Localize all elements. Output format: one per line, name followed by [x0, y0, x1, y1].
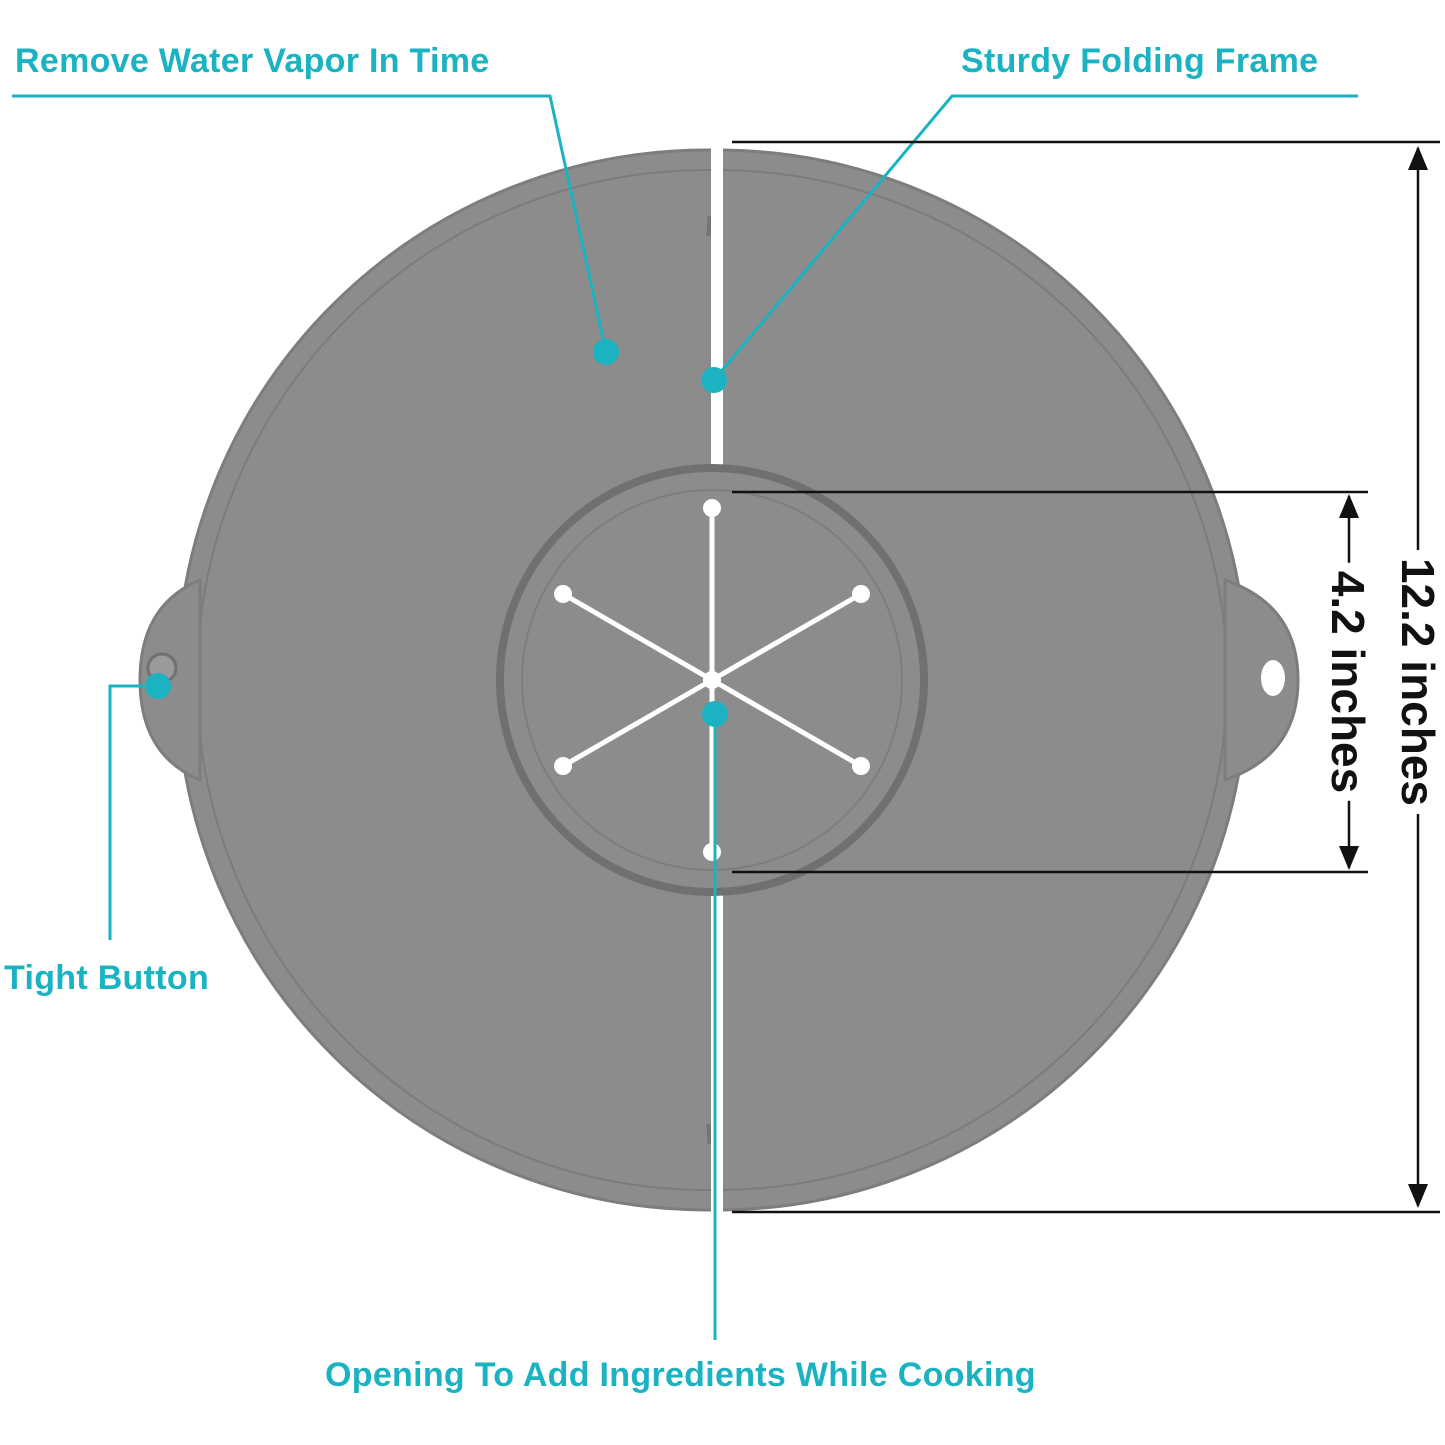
leader-vapor: [12, 94, 608, 353]
vent-slit-end: [851, 757, 870, 775]
vent-slit: [560, 677, 715, 769]
leader-frame-dot: [701, 367, 727, 393]
leader-frame: [712, 94, 1358, 381]
hanging-hole-icon: [1261, 660, 1285, 696]
side-tabs: [138, 577, 1300, 783]
vent-slit-end: [703, 843, 721, 861]
vent-slit-end: [703, 499, 721, 517]
callout-remove-water-vapor: Remove Water Vapor In Time: [15, 42, 490, 80]
dim-outer-arrow-top: [1408, 146, 1428, 170]
vent-slit: [709, 591, 864, 683]
dim-inner-arrow-bottom: [1339, 846, 1359, 870]
callout-sturdy-folding-frame: Sturdy Folding Frame: [961, 42, 1319, 80]
center-opening-disc: [496, 464, 928, 896]
vent-slit: [560, 591, 715, 683]
callout-leader-lines: [12, 94, 1358, 1340]
center-disc-ring: [521, 489, 903, 871]
leader-vapor-dot: [593, 339, 619, 365]
dimension-outer-label: 12.2 inches: [1392, 549, 1444, 815]
callout-tight-button: Tight Button: [4, 959, 210, 997]
vent-slit-end: [851, 585, 870, 603]
leader-button-dot: [145, 673, 171, 699]
leader-button: [108, 684, 158, 940]
callout-opening-add-ingredients: Opening To Add Ingredients While Cooking: [325, 1356, 1036, 1394]
vent-slit-end: [554, 757, 573, 775]
leader-opening-dot: [702, 701, 728, 727]
dimension-inner-label: 4.2 inches: [1322, 562, 1374, 802]
vent-slit: [709, 677, 864, 769]
vent-slit-center: [703, 671, 721, 689]
vent-slit-end: [554, 585, 573, 603]
dim-outer-arrow-bottom: [1408, 1184, 1428, 1208]
dim-inner-arrow-top: [1339, 494, 1359, 518]
